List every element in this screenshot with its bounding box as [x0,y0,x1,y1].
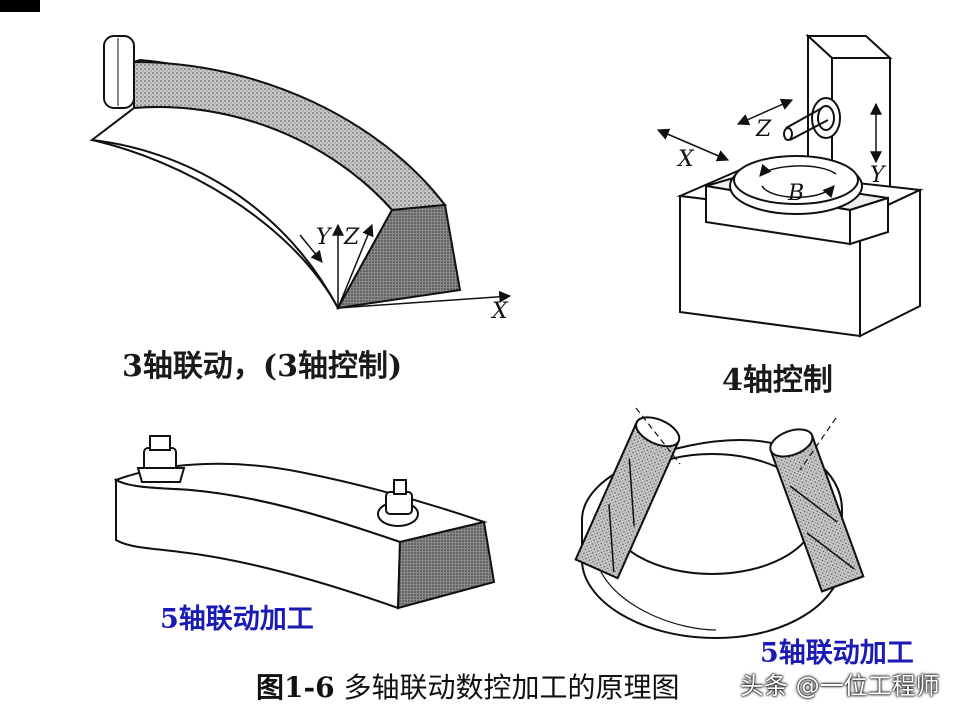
three-axis-z-label: Z [343,225,360,250]
figure-title: 多轴联动数控加工的原理图 [343,671,680,704]
three-axis-x-label: X [490,299,509,324]
four-axis-caption: 4轴控制 [722,363,833,398]
end-mill-tool [103,35,135,109]
five-axis-left-caption: 5轴联动加工 [160,604,314,635]
corner-frame-mark [0,0,40,12]
four-axis-b-label: B [787,181,804,206]
four-axis-y-label: Y [870,163,887,188]
y-axis-arrow [337,223,374,309]
five-axis-block-illustration [113,435,496,610]
three-axis-y-label: Y [316,225,333,250]
four-axis-x-arrow [656,128,730,162]
five-axis-disc-illustration [574,407,865,640]
x-axis-arrow [337,290,512,309]
figure-caption: 图1-6 多轴联动数控加工的原理图 [256,674,680,702]
four-axis-illustration [656,33,924,338]
five-axis-right-caption: 5轴联动加工 [760,638,914,669]
three-axis-caption: 3轴联动，(3轴控制) [122,349,403,384]
figure-number: 图1-6 [256,671,335,704]
watermark: 头条 @一位工程师 [740,672,940,700]
three-axis-illustration [89,35,512,311]
four-axis-z-label: Z [755,117,772,142]
four-axis-x-label: X [676,147,695,172]
four-axis-z-arrow [736,98,794,126]
